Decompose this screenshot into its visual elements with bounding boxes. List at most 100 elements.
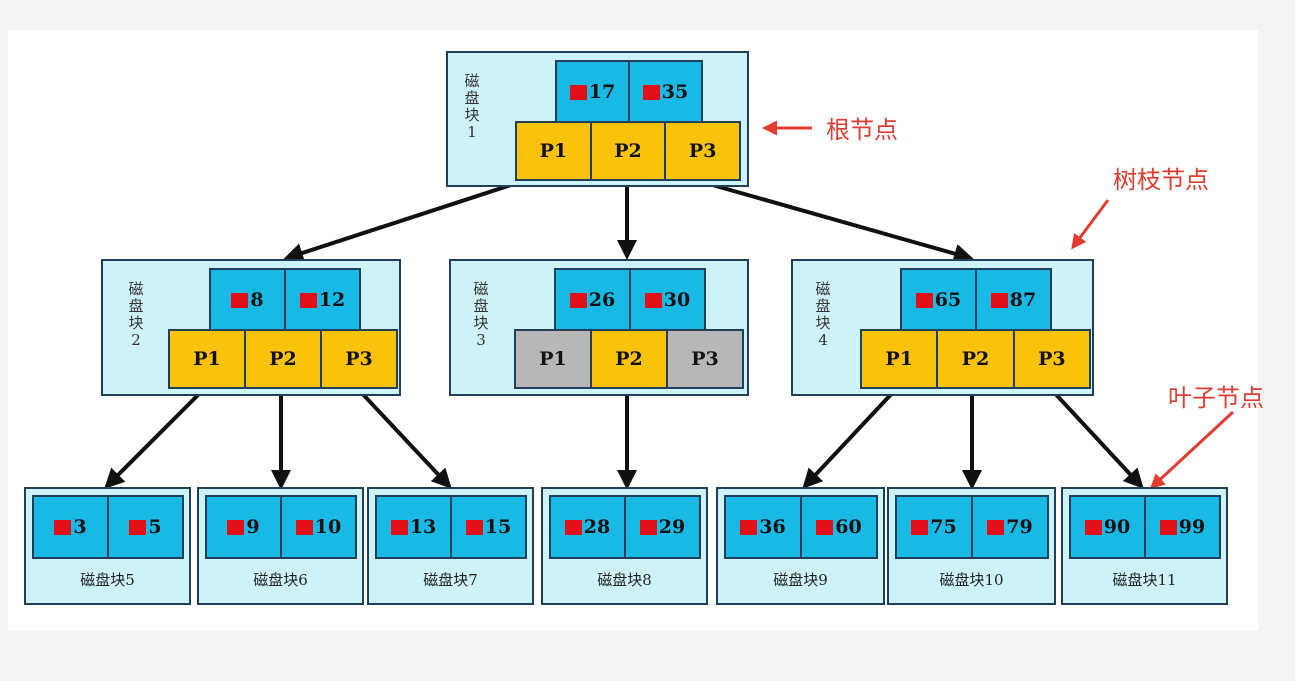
leaf-key-cell: 5 [107,497,182,557]
pointer-marker [915,292,933,308]
leaf-keys: 90 99 [1069,495,1221,559]
branch-keys: 65 87 [900,268,1052,332]
branch-pointer-p2: P2 [590,329,668,389]
data-marker [390,519,408,535]
leaf-key-cell: 29 [624,497,699,557]
branch-key-cell: 26 [556,270,629,330]
branch-node-block-3: 磁盘块3 26 30 P1 P2 P3 [449,259,749,396]
branch-key: 26 [588,289,616,311]
leaf-key: 3 [73,516,87,538]
leaf-block-label: 磁盘块9 [773,571,828,589]
leaf-node-block-5: 3 5 磁盘块5 [24,487,191,605]
leaf-block-label: 磁盘块8 [597,571,652,589]
branch-pointer-p1-empty: P1 [514,329,592,389]
root-pointer-p1: P1 [515,121,592,181]
leaf-key: 79 [1006,516,1033,538]
branch-pointer-p2: P2 [244,329,322,389]
leaf-key: 28 [583,516,611,538]
data-marker [295,519,313,535]
leaf-key-cell: 79 [971,497,1047,557]
data-marker [740,519,758,535]
leaf-key-cell: 10 [280,497,355,557]
branch-key: 8 [250,289,264,311]
branch-pointer-p3: P3 [320,329,398,389]
pointer-marker [569,292,587,308]
pointer-marker [642,84,660,100]
leaf-key-cell: 13 [377,497,450,557]
root-keys: 17 35 [555,60,703,124]
leaf-key: 36 [759,516,786,538]
root-block-label: 磁盘块1 [464,72,480,141]
leaf-key: 5 [148,516,162,538]
branch-pointer-p1: P1 [860,329,939,389]
leaf-keys: 3 5 [32,495,184,559]
leaf-key-cell: 9 [207,497,280,557]
leaf-key-cell: 90 [1071,497,1144,557]
branch-node-block-4: 磁盘块4 65 87 P1 P2 P3 [791,259,1094,396]
pointer-marker [644,292,662,308]
branch-key-cell: 87 [975,270,1050,330]
branch-key: 65 [934,289,962,311]
leaf-key: 90 [1103,516,1131,538]
leaf-key: 75 [930,516,957,538]
leaf-node-block-8: 28 29 磁盘块8 [541,487,708,605]
pointer-marker [299,292,317,308]
branch-pointers: P1 P2 P3 [860,329,1091,389]
leaf-block-label: 磁盘块5 [80,571,135,589]
leaf-key-cell: 3 [34,497,107,557]
leaf-key: 9 [246,516,260,538]
root-key-cell: 35 [628,62,701,122]
branch-key-cell: 30 [629,270,704,330]
leaf-key-cell: 75 [897,497,971,557]
leaf-key: 13 [409,516,437,538]
root-pointer-p2: P2 [589,121,667,181]
leaf-node-block-9: 36 60 磁盘块9 [716,487,885,605]
leaf-keys: 13 15 [375,495,527,559]
root-key-2: 35 [661,81,689,103]
leaf-key: 99 [1178,516,1206,538]
pointer-marker [231,292,249,308]
data-marker [227,519,245,535]
leaf-key-cell: 99 [1144,497,1219,557]
leaf-block-label: 磁盘块11 [1112,571,1177,589]
branch-pointer-p3-empty: P3 [666,329,744,389]
data-marker [911,519,929,535]
branch-keys: 26 30 [554,268,706,332]
branch-pointer-p3: P3 [1012,329,1091,389]
branch-pointers: P1 P2 P3 [514,329,744,389]
leaf-block-label: 磁盘块7 [423,571,478,589]
root-pointer-p3: P3 [664,121,742,181]
branch-block-label: 磁盘块2 [128,280,144,349]
leaf-key-cell: 60 [800,497,876,557]
data-marker [564,519,582,535]
root-key-cell: 17 [557,62,628,122]
leaf-key: 60 [835,516,862,538]
branch-keys: 8 12 [209,268,361,332]
branch-block-label: 磁盘块3 [473,280,489,349]
leaf-block-label: 磁盘块10 [939,571,1004,589]
branch-block-label: 磁盘块4 [815,280,831,349]
annotation-leaf-node: 叶子节点 [1168,384,1264,412]
branch-pointer-p1: P1 [168,329,246,389]
data-marker [129,519,147,535]
leaf-key-cell: 36 [726,497,800,557]
leaf-key-cell: 28 [551,497,624,557]
leaf-node-block-10: 75 79 磁盘块10 [887,487,1056,605]
leaf-keys: 28 29 [549,495,701,559]
data-marker [987,519,1005,535]
data-marker [1159,519,1177,535]
data-marker [816,519,834,535]
root-pointers: P1 P2 P3 [515,121,742,181]
leaf-keys: 9 10 [205,495,357,559]
annotation-branch-node: 树枝节点 [1113,166,1209,194]
leaf-key-cell: 15 [450,497,525,557]
annotation-root-node: 根节点 [826,116,898,144]
pointer-marker [569,84,587,100]
branch-key-cell: 8 [211,270,284,330]
root-node-block: 磁盘块1 17 35 P1 P2 P3 [446,51,749,187]
branch-key: 30 [663,289,691,311]
leaf-node-block-11: 90 99 磁盘块11 [1061,487,1228,605]
leaf-key: 10 [314,516,342,538]
leaf-block-label: 磁盘块6 [253,571,308,589]
branch-key: 12 [318,289,346,311]
